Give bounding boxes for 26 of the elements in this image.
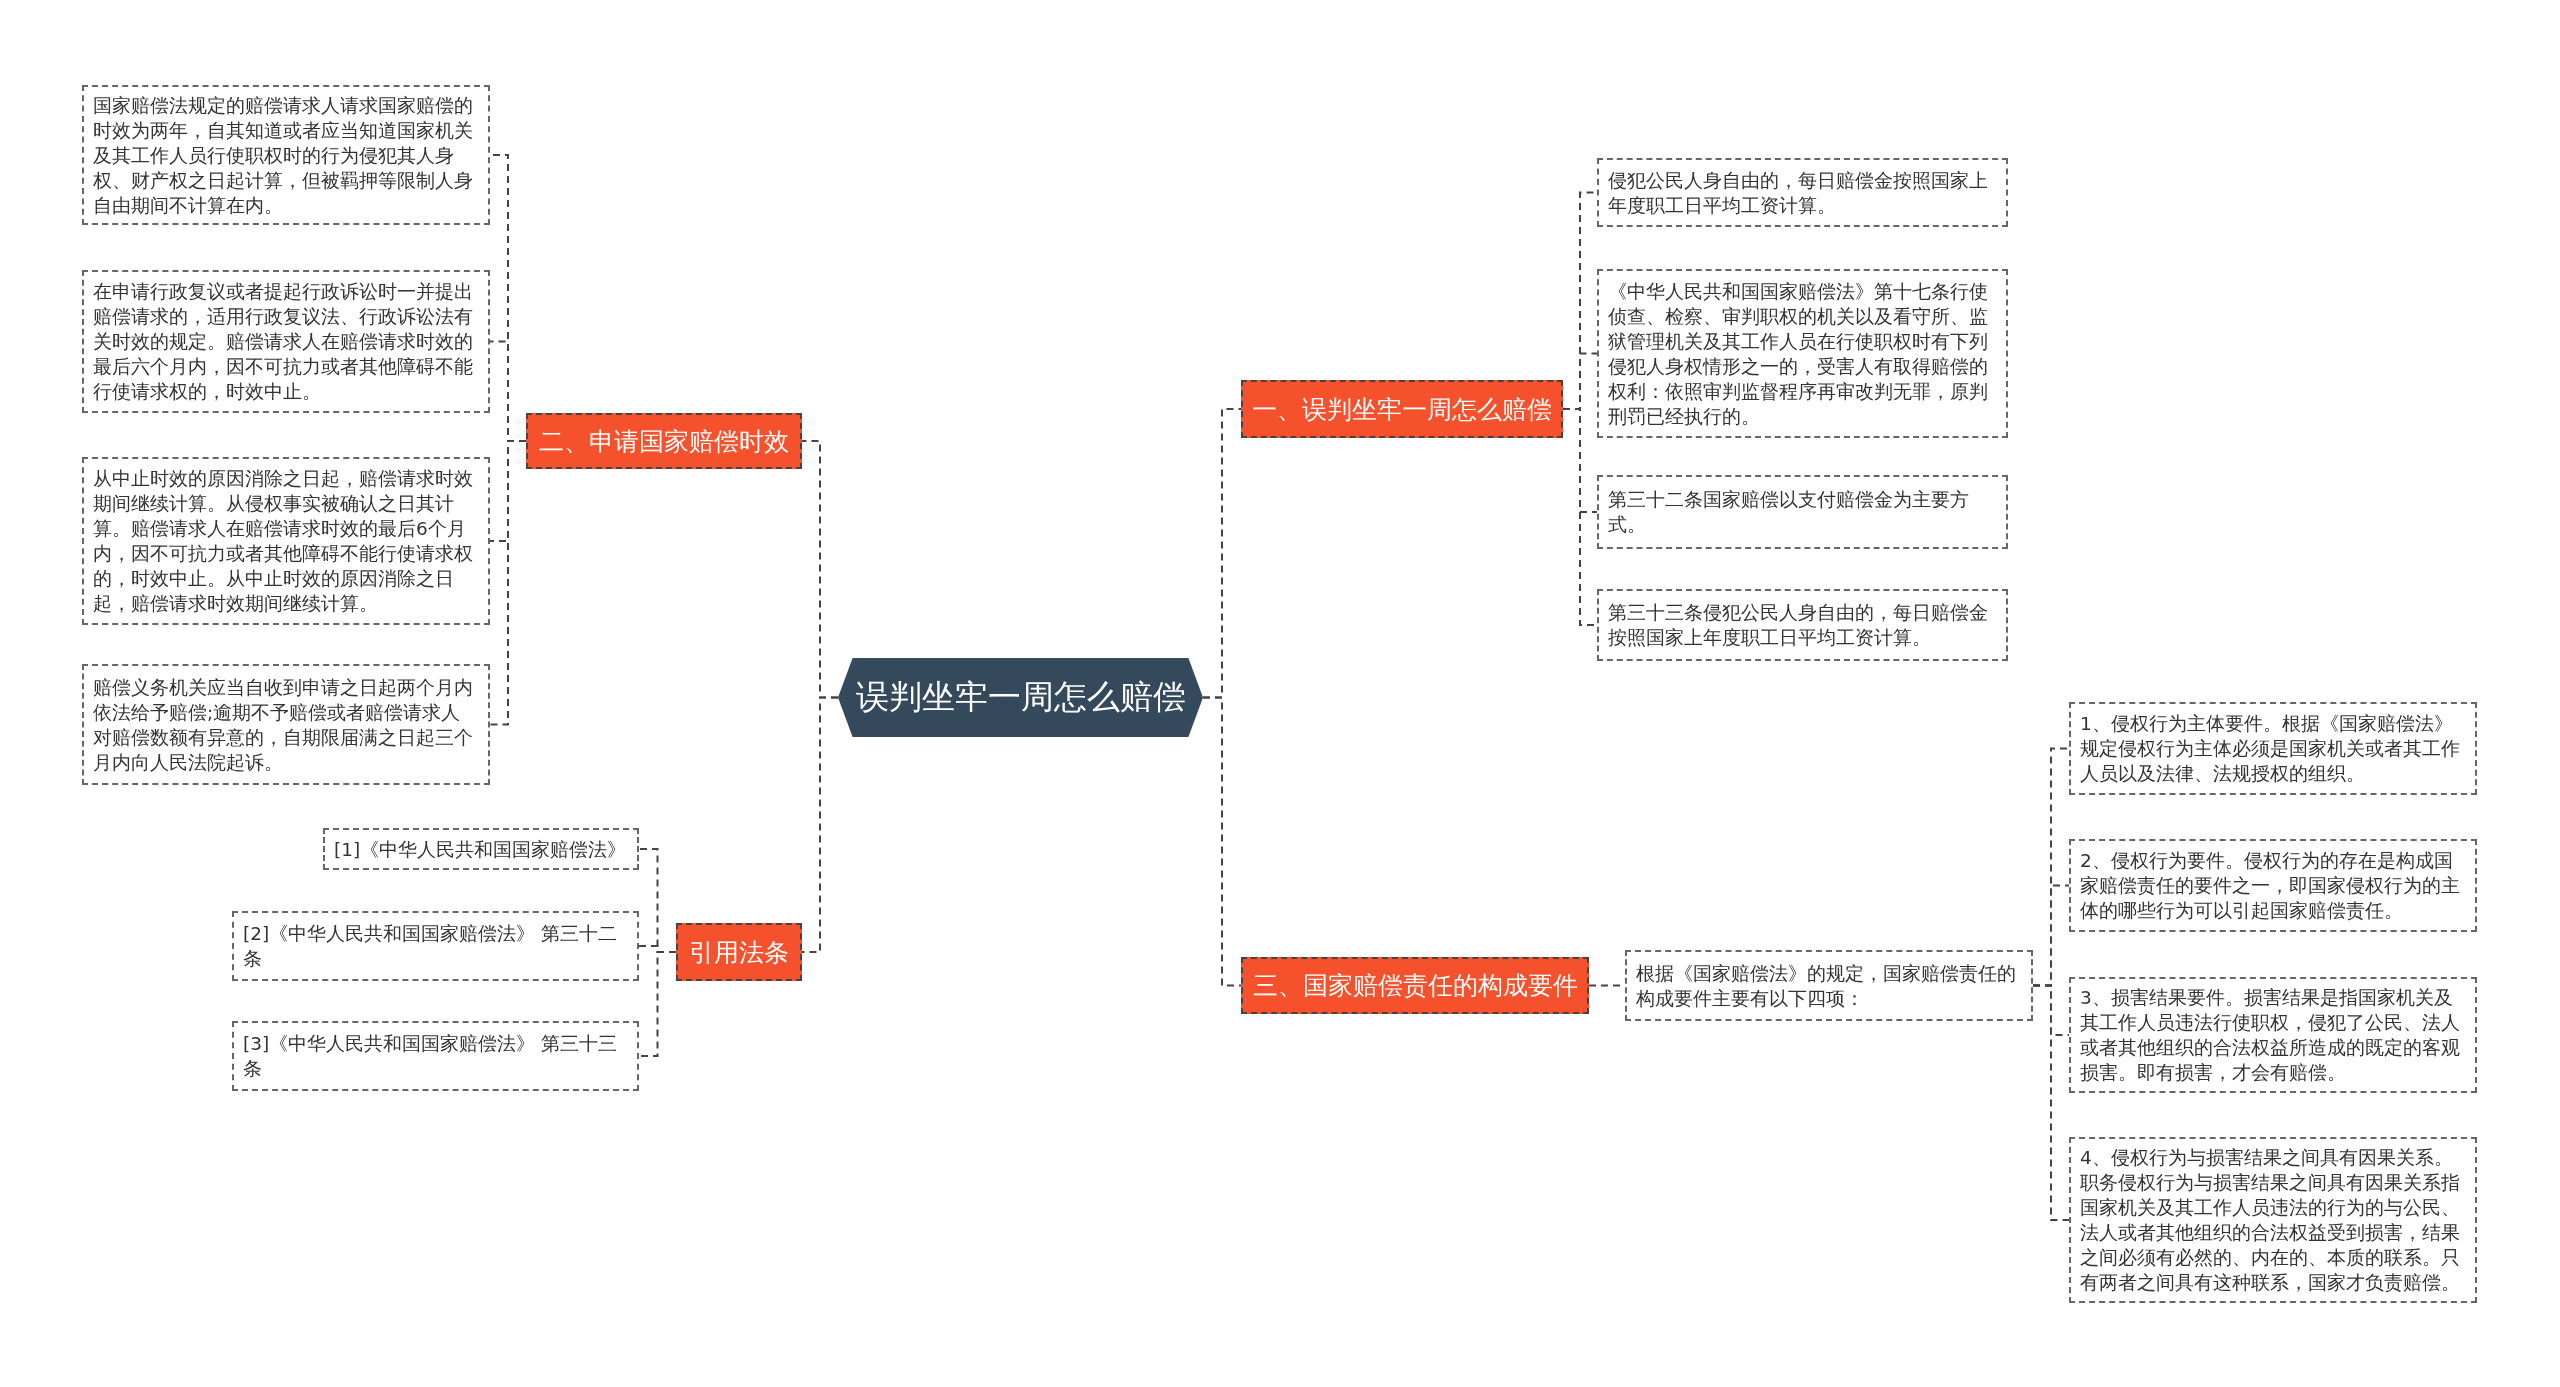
connector bbox=[489, 440, 527, 726]
central-topic: 误判坐牢一周怎么赔偿 bbox=[838, 658, 1203, 737]
text-box: 根据《国家赔偿法》的规定，国家赔偿责任的构成要件主要有以下四项： bbox=[1625, 950, 2033, 1021]
connector bbox=[638, 951, 677, 1057]
text-box: [3]《中华人民共和国国家赔偿法》 第三十三条 bbox=[232, 1021, 639, 1091]
text-box: 4、侵权行为与损害结果之间具有因果关系。职务侵权行为与损害结果之间具有因果关系指国家机关及其工作人员违法的行为的与公民、法人或者其他组织的合法权益受到损害，结果之间必须有必然的、内在的、本质的联系。只有两者之间具有这种联系，国家才负责赔偿。 bbox=[2069, 1137, 2477, 1303]
text-box: 国家赔偿法规定的赔偿请求人请求国家赔偿的时效为两年，自其知道或者应当知道国家机关及其工作人员行使职权时的行为侵犯其人身权、财产权之日起计算，但被羁押等限制人身自由期间不计算在内。 bbox=[82, 85, 490, 225]
connector bbox=[801, 696, 839, 953]
text-box: 侵犯公民人身自由的，每日赔偿金按照国家上年度职工日平均工资计算。 bbox=[1597, 158, 2008, 227]
text-box: 第三十三条侵犯公民人身自由的，每日赔偿金按照国家上年度职工日平均工资计算。 bbox=[1597, 589, 2008, 661]
text-box: 在申请行政复议或者提起行政诉讼时一并提出赔偿请求的，适用行政复议法、行政诉讼法有关时效的规定。赔偿请求人在赔偿请求时效的最后六个月内，因不可抗力或者其他障碍不能行使请求权的，时效中止。 bbox=[82, 270, 490, 413]
text-box: 1、侵权行为主体要件。根据《国家赔偿法》规定侵权行为主体必须是国家机关或者其工作人员以及法律、法规授权的组织。 bbox=[2069, 702, 2477, 795]
connector bbox=[2032, 984, 2070, 1221]
text-box: [1]《中华人民共和国国家赔偿法》 bbox=[323, 828, 639, 870]
topic-box: 三、国家赔偿责任的构成要件 bbox=[1241, 957, 1589, 1014]
text-box: 《中华人民共和国国家赔偿法》第十七条行使侦查、检察、审判职权的机关以及看守所、监狱管理机关及其工作人员在行使职权时有下列侵犯人身权情形之一的，受害人有取得赔偿的权利：依照审判监督程序再审改判无罪，原判刑罚已经执行的。 bbox=[1597, 269, 2008, 438]
connector bbox=[1202, 696, 1242, 987]
topic-box: 一、误判坐牢一周怎么赔偿 bbox=[1241, 380, 1563, 438]
text-box: 2、侵权行为要件。侵权行为的存在是构成国家赔偿责任的要件之一，即国家侵权行为的主体的哪些行为可以引起国家赔偿责任。 bbox=[2069, 839, 2477, 932]
topic-box: 二、申请国家赔偿时效 bbox=[526, 413, 802, 469]
topic-box: 引用法条 bbox=[676, 923, 802, 981]
text-box: 第三十二条国家赔偿以支付赔偿金为主要方式。 bbox=[1597, 475, 2008, 549]
text-box: 3、损害结果要件。损害结果是指国家机关及其工作人员违法行使职权，侵犯了公民、法人或者其他组织的合法权益所造成的既定的客观损害。即有损害，才会有赔偿。 bbox=[2069, 977, 2477, 1093]
text-box: 赔偿义务机关应当自收到申请之日起两个月内依法给予赔偿;逾期不予赔偿或者赔偿请求人对赔偿数额有异意的，自期限届满之日起三个月内向人民法院起诉。 bbox=[82, 664, 490, 785]
text-box: 从中止时效的原因消除之日起，赔偿请求时效期间继续计算。从侵权事实被确认之日其计算。赔偿请求人在赔偿请求时效的最后6个月内，因不可抗力或者其他障碍不能行使请求权的，时效中止。从中止时效的原因消除之日起，赔偿请求时效期间继续计算。 bbox=[82, 457, 490, 625]
text-box: [2]《中华人民共和国国家赔偿法》 第三十二条 bbox=[232, 911, 639, 981]
